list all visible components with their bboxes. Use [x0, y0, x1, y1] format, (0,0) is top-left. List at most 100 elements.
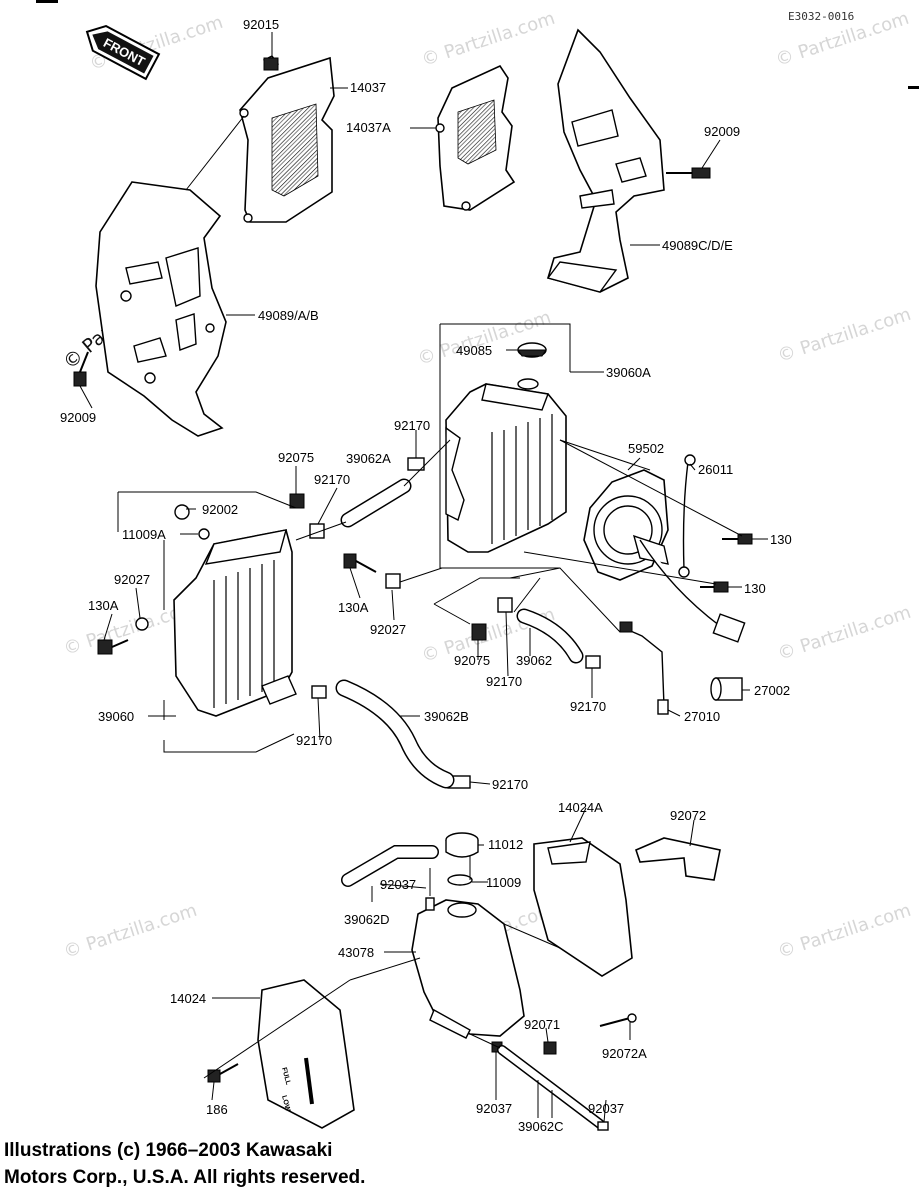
bolt-130a-left — [97, 639, 129, 655]
hose-39062d — [341, 845, 439, 887]
label-186: 186 — [206, 1102, 228, 1117]
label-59502: 59502 — [628, 441, 664, 456]
label-92075-mid: 92075 — [454, 653, 490, 668]
radiator-shroud-right — [546, 28, 665, 293]
label-27010: 27010 — [684, 709, 720, 724]
label-49089cde: 49089C/D/E — [662, 238, 733, 253]
corner-mark — [36, 0, 58, 3]
label-11009a: 11009A — [122, 527, 166, 542]
collar-92027-mid — [385, 573, 401, 589]
label-92170-a: 92170 — [394, 418, 430, 433]
label-92027-left: 92027 — [114, 572, 150, 587]
label-49085: 49085 — [456, 343, 492, 358]
watermark: © Partzilla.com — [775, 304, 914, 367]
washer-11009a — [198, 528, 210, 540]
label-92072a: 92072A — [602, 1046, 647, 1061]
tank-cover-14024: FULL LOW — [257, 979, 355, 1129]
wire-26011 — [678, 454, 696, 578]
label-43078: 43078 — [338, 945, 374, 960]
label-92072: 92072 — [670, 808, 706, 823]
hose-39062a-inner — [342, 480, 410, 526]
radiator-right — [445, 378, 567, 553]
reserve-tank-43078 — [411, 899, 525, 1039]
label-39062: 39062 — [516, 653, 552, 668]
bolt-92072a — [599, 1013, 637, 1027]
group-lines — [117, 115, 743, 1079]
bolt-130-a — [722, 533, 753, 545]
label-92002: 92002 — [202, 502, 238, 517]
label-92027-mid: 92027 — [370, 622, 406, 637]
temp-sensor-27010 — [619, 621, 669, 715]
clamp-92170-b — [309, 523, 325, 539]
label-39060a: 39060A — [606, 365, 651, 380]
label-39060: 39060 — [98, 709, 134, 724]
bracket-92072 — [635, 837, 721, 881]
diagram-code: E3032-0016 — [788, 10, 854, 23]
label-11009: 11009 — [486, 875, 521, 890]
edge-mark — [908, 86, 919, 89]
watermark: © Partzilla.com — [415, 307, 554, 370]
collar-92075-top — [289, 493, 305, 509]
clip-92037-top — [425, 897, 435, 911]
label-39062b: 39062B — [424, 709, 469, 724]
label-92075-top: 92075 — [278, 450, 314, 465]
radiator-screen-right — [435, 64, 516, 211]
label-130-b: 130 — [744, 581, 766, 596]
label-11012: 11012 — [488, 837, 523, 852]
tank-cover-14024a — [533, 837, 633, 977]
nut-92071 — [543, 1041, 557, 1055]
copyright-line-2: Motors Corp., U.S.A. All rights reserved… — [4, 1167, 366, 1188]
hose-39062c — [497, 1045, 605, 1129]
clamp-92170-c — [497, 597, 513, 613]
label-92037-bl: 92037 — [476, 1101, 512, 1116]
switch-27002 — [710, 677, 743, 701]
watermark: © Partzilla.com — [61, 900, 200, 963]
label-92071: 92071 — [524, 1017, 560, 1032]
label-92037-br: 92037 — [588, 1101, 624, 1116]
watermark: © Partzilla.com — [419, 8, 558, 71]
fan-motor-59502 — [583, 469, 746, 643]
label-92037-top: 92037 — [380, 877, 416, 892]
washer-92027-left — [135, 617, 149, 631]
label-92170-e: 92170 — [296, 733, 332, 748]
label-39062a: 39062A — [346, 451, 391, 466]
label-92170-c: 92170 — [486, 674, 522, 689]
clamp-92170-e — [311, 685, 327, 699]
radiator-shroud-left — [95, 181, 227, 437]
part-labels: 92015 14037 14037A 92009 49089C/D/E 4908… — [60, 17, 792, 1134]
label-39062c: 39062C — [518, 1119, 564, 1134]
label-14024: 14024 — [170, 991, 206, 1006]
copyright-line-1: Illustrations (c) 1966–2003 Kawasaki — [4, 1140, 333, 1161]
label-26011: 26011 — [698, 462, 733, 477]
leader-lines — [79, 32, 768, 1123]
bolt-130a-mid — [343, 553, 377, 573]
tank-full-mark: FULL — [280, 1067, 292, 1087]
label-92009-left: 92009 — [60, 410, 96, 425]
label-130a-mid: 130A — [338, 600, 369, 615]
gasket-11009 — [447, 874, 473, 886]
label-92170-d: 92170 — [570, 699, 606, 714]
label-92170-b: 92170 — [314, 472, 350, 487]
clip-92037-br — [597, 1121, 609, 1131]
cap-11012 — [445, 832, 479, 858]
label-39062d: 39062D — [344, 912, 390, 927]
label-130-a: 130 — [770, 532, 792, 547]
tank-low-mark: LOW — [280, 1095, 291, 1113]
label-27002: 27002 — [754, 683, 790, 698]
hose-39062b-inner — [337, 681, 453, 787]
label-49089ab: 49089/A/B — [258, 308, 319, 323]
clamp-92170-d — [585, 655, 601, 669]
label-92170-f: 92170 — [492, 777, 528, 792]
watermark: © Partzilla.com — [775, 900, 914, 963]
radiator-left — [173, 529, 297, 717]
hose-39062-inner — [518, 610, 582, 662]
radiator-cap-49085 — [517, 342, 547, 358]
watermark: © Partzilla.com — [775, 602, 914, 665]
label-92015: 92015 — [243, 17, 279, 32]
label-14024a: 14024A — [558, 800, 603, 815]
label-14037a: 14037A — [346, 120, 391, 135]
bolt-186 — [207, 1063, 239, 1083]
label-130a-left: 130A — [88, 598, 119, 613]
plug-92002 — [174, 504, 190, 520]
